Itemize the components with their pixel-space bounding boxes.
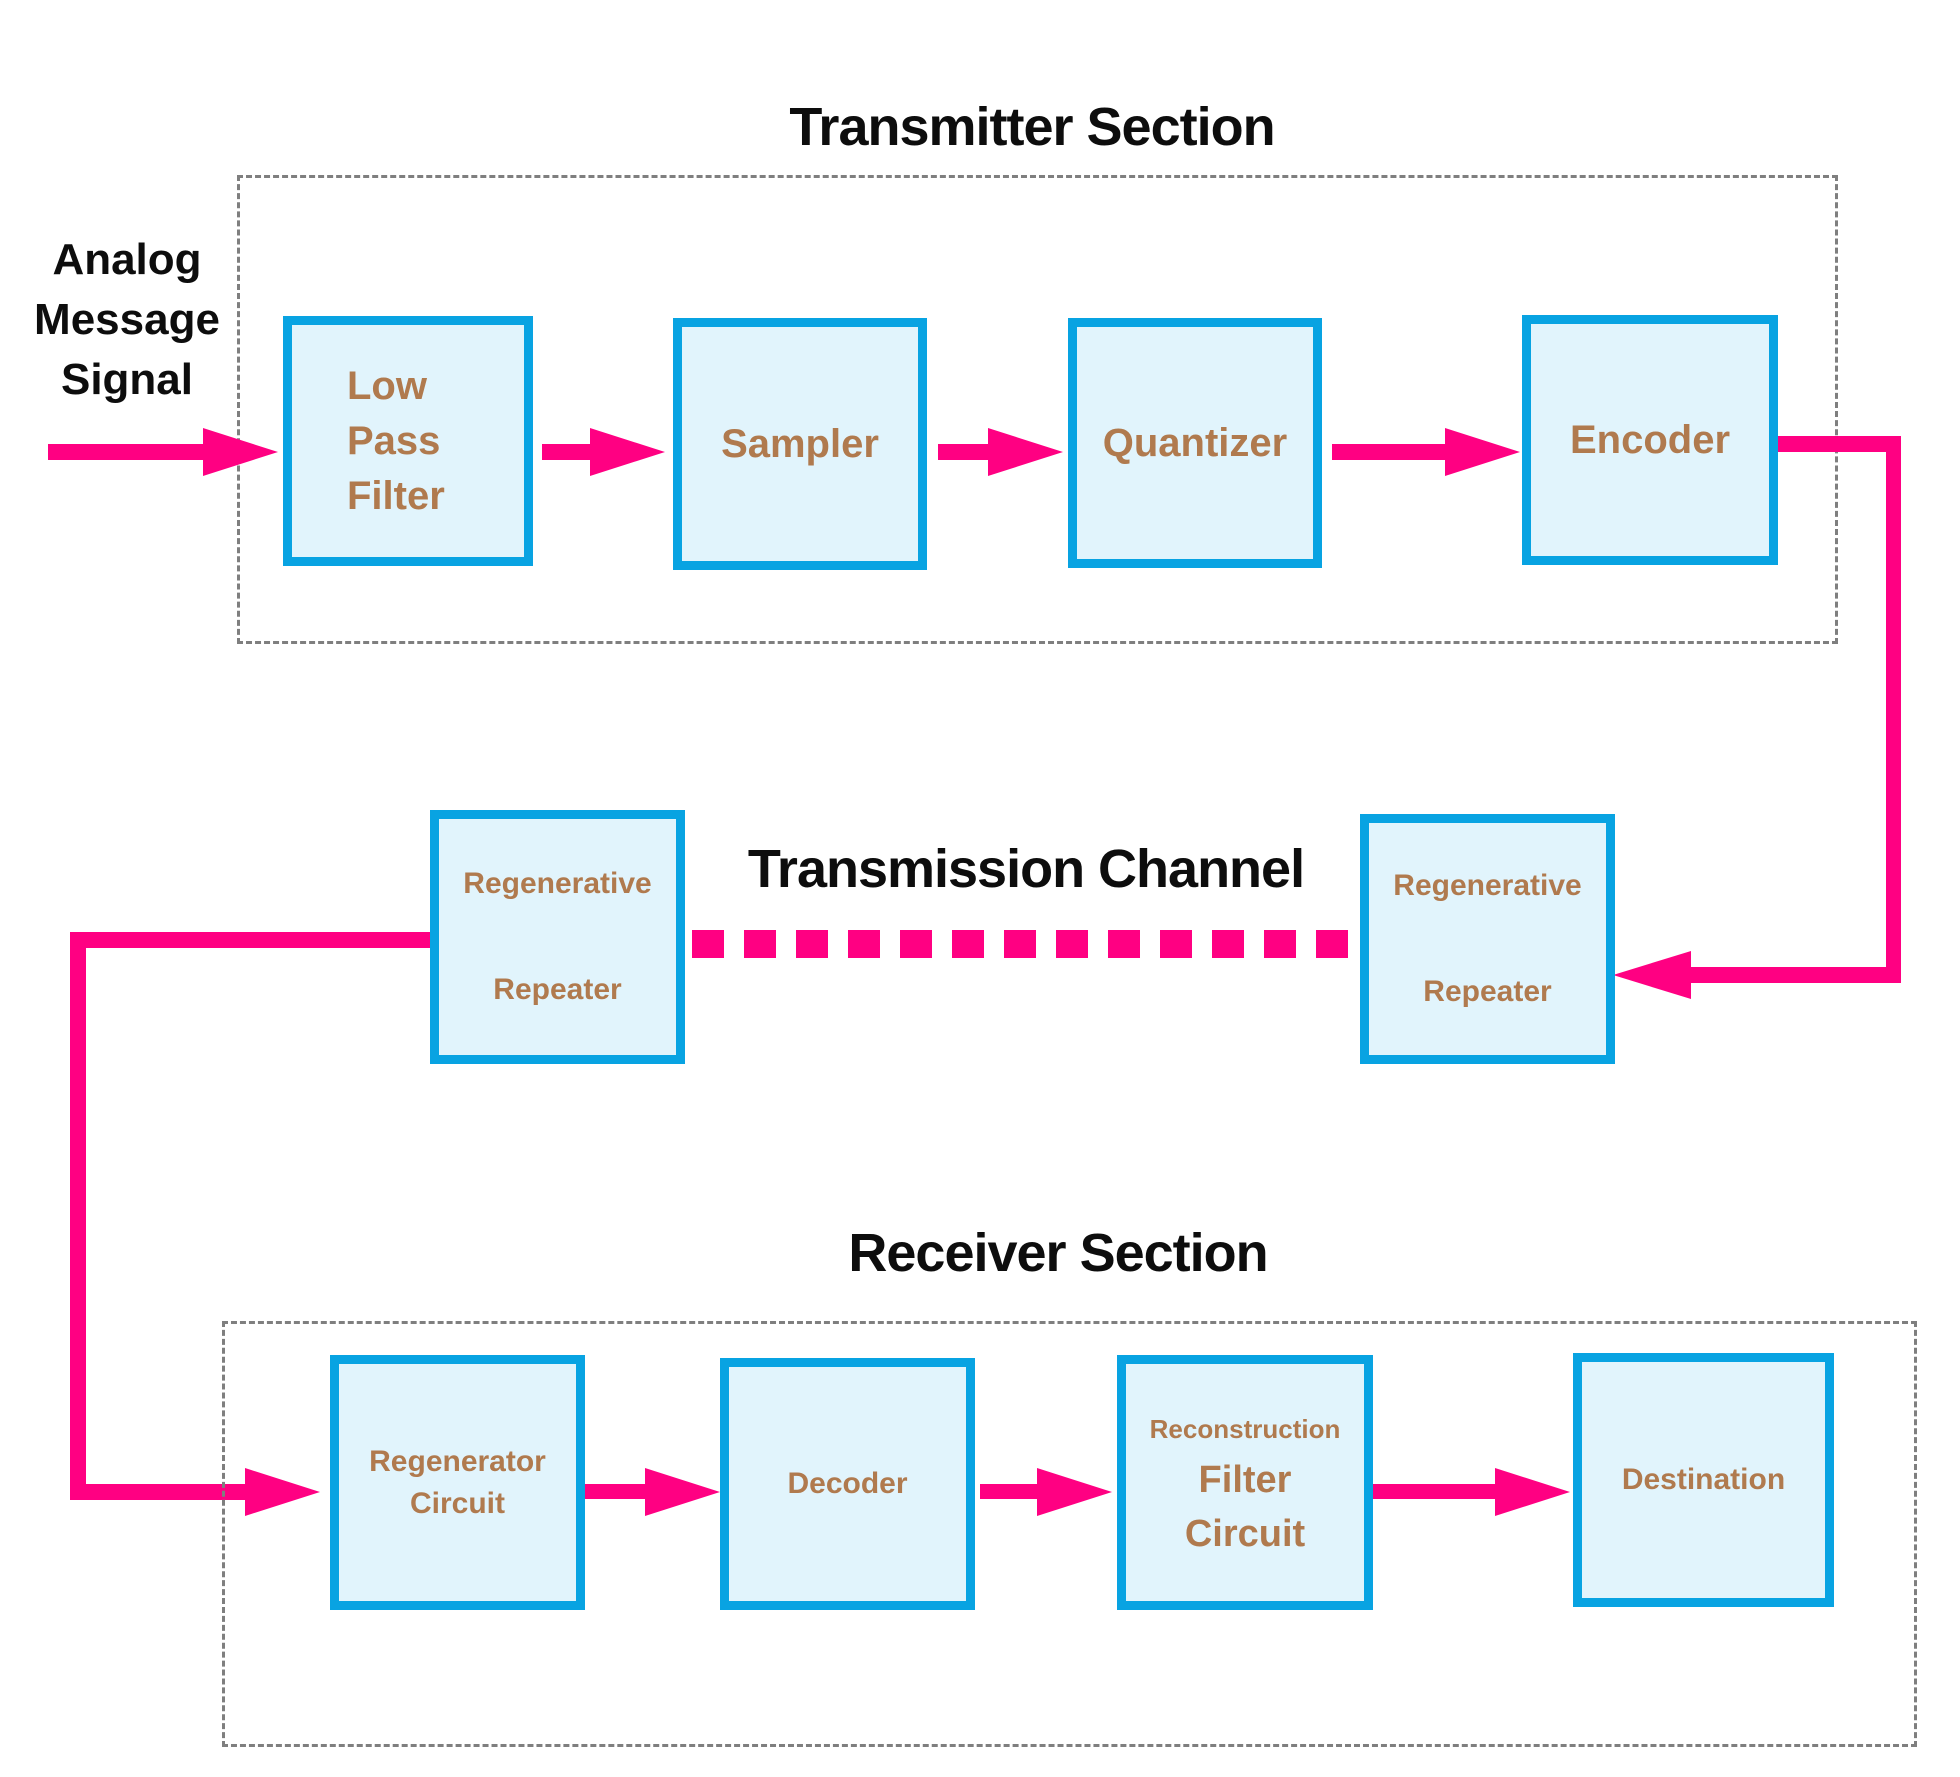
arrow-regenerator-decoder-shaft [585,1484,648,1499]
block-low-pass-filter: Low Pass Filter [283,316,533,566]
block-label-line: Circuit [1184,1512,1306,1555]
block-label-line: Decoder [787,1467,908,1500]
encoder-output-line-horizontal [1778,436,1901,452]
arrow-quantizer-encoder-shaft [1332,444,1447,460]
arrow-lpf-sampler-shaft [542,444,592,460]
receiver-input-line [70,1484,247,1500]
arrow-sampler-quantizer-head [988,428,1063,476]
block-label-line: Regenerative [463,867,652,900]
block-label-line: Regenerator [369,1444,546,1478]
arrow-reconstruction-destination-head [1495,1468,1570,1516]
receiver-section-title: Receiver Section [848,1223,1268,1283]
block-encoder: Encoder [1522,315,1778,565]
block-label-line: Sampler [721,421,879,466]
arrow-decoder-reconstruction-head [1037,1468,1112,1516]
receiver-section-frame [222,1321,1917,1747]
input-label-line: Message [34,295,220,344]
input-arrow-head [203,428,278,476]
arrow-lpf-sampler-head [590,428,665,476]
transmission-channel-dashed-line [692,930,1358,958]
block-sampler: Sampler [673,318,927,570]
arrow-quantizer-encoder-head [1445,428,1520,476]
block-label-line: Repeater [493,973,622,1006]
arrow-regenerator-decoder-head [645,1468,720,1516]
block-label-line: Pass [347,418,441,463]
transmission-channel-title: Transmission Channel [747,839,1305,899]
block-regenerative-repeater-right: Regenerative Repeater [1360,814,1615,1064]
repeater-output-line-vertical [70,932,86,1500]
block-label-line: Repeater [1423,975,1552,1008]
transmitter-section-frame [237,175,1838,644]
block-label-line: Reconstruction [1149,1413,1341,1444]
input-label-line: Analog [52,235,202,284]
block-label-line: Low [347,363,427,408]
input-label-line: Signal [60,355,194,404]
block-quantizer: Quantizer [1068,318,1322,568]
transmitter-section-title: Transmitter Section [789,97,1275,157]
encoder-output-line-vertical [1886,436,1901,983]
block-regenerative-repeater-left: Regenerative Repeater [430,810,685,1064]
receiver-input-arrow-head [245,1468,320,1516]
analog-message-signal-label: Analog Message Signal [18,230,236,410]
input-arrow-shaft [48,444,205,460]
block-label-line: Regenerative [1393,869,1582,902]
block-decoder: Decoder [720,1358,975,1610]
block-reconstruction-filter-circuit: Reconstruction Filter Circuit [1117,1355,1373,1610]
repeater-output-line-horizontal [78,932,430,948]
arrow-sampler-quantizer-shaft [938,444,990,460]
block-label-line: Filter [1198,1458,1292,1501]
block-regenerator-circuit: Regenerator Circuit [330,1355,585,1610]
block-label-line: Quantizer [1102,420,1288,465]
arrow-reconstruction-destination-shaft [1373,1484,1497,1499]
block-label-line: Destination [1621,1463,1786,1496]
block-label-line: Encoder [1569,417,1731,462]
block-label-line: Filter [347,473,445,518]
channel-input-arrow-head [1613,951,1691,999]
block-destination: Destination [1573,1353,1834,1607]
arrow-decoder-reconstruction-shaft [980,1484,1040,1499]
channel-input-line [1688,967,1901,983]
block-label-line: Circuit [409,1486,505,1520]
